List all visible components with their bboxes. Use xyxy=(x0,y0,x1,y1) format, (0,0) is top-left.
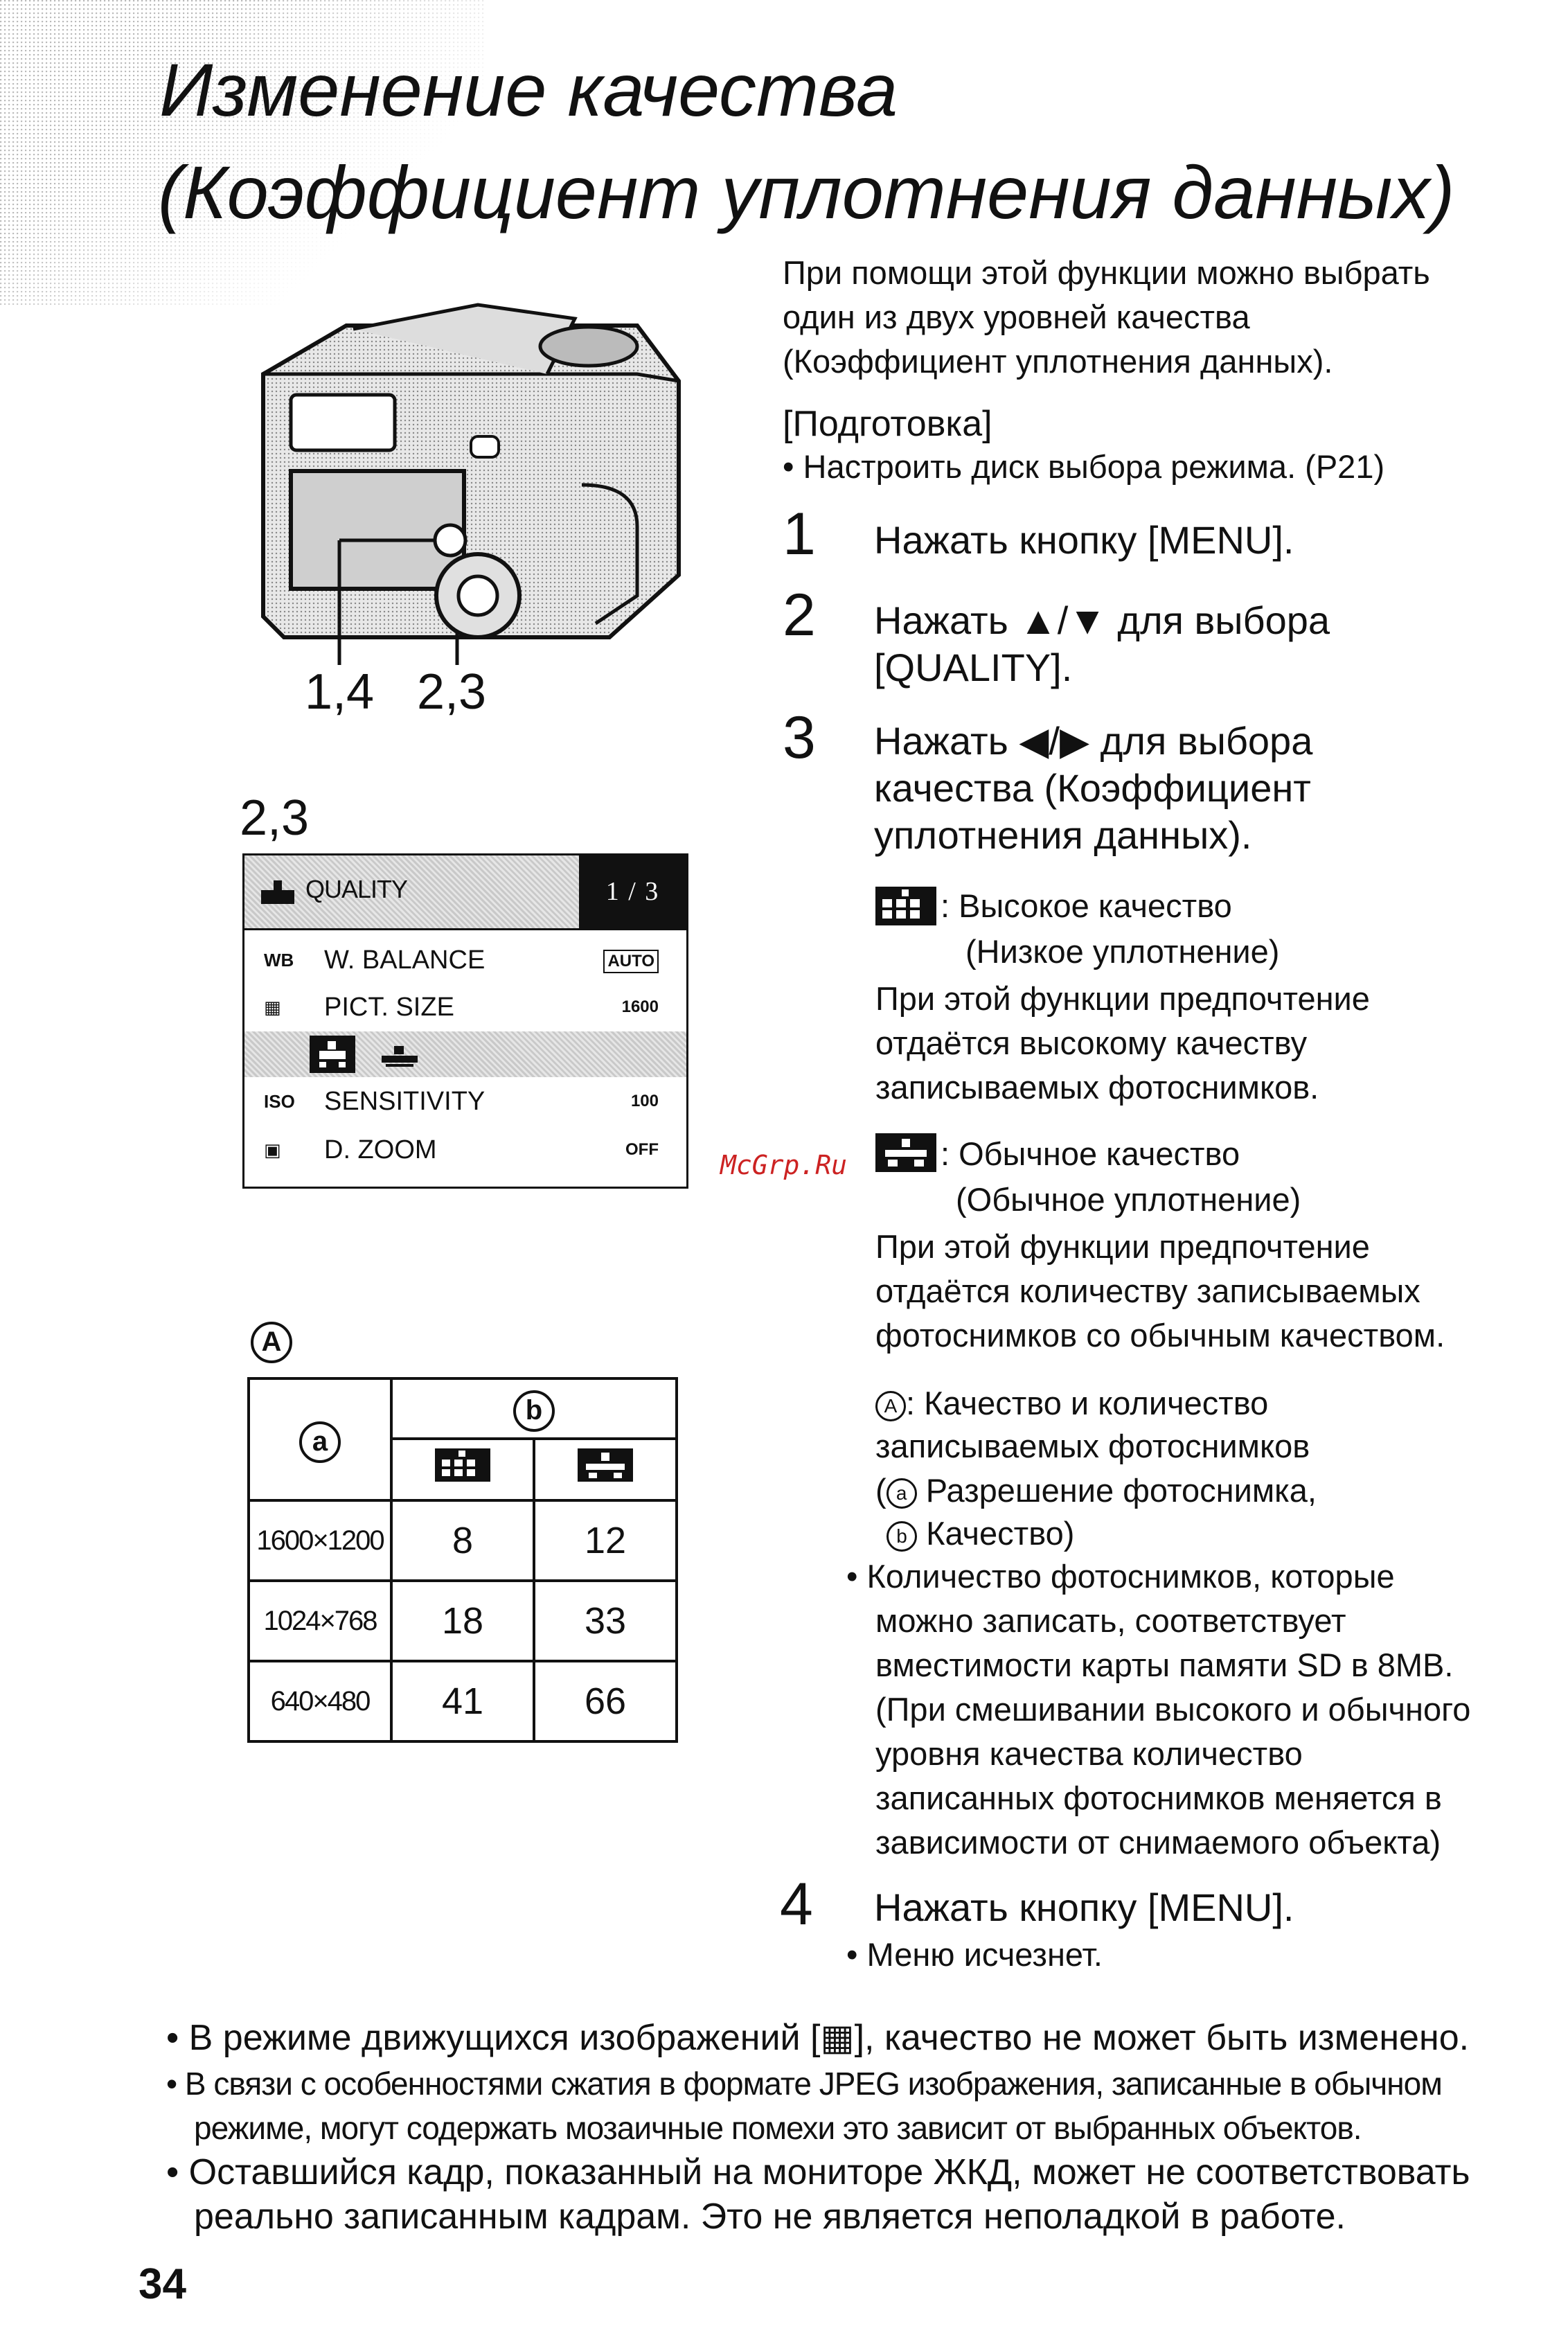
footer-note-3: • Оставшийся кадр, показанный на монитор… xyxy=(166,2152,1470,2192)
step-3-number: 3 xyxy=(783,704,816,771)
menu-header: QUALITY 1 / 3 xyxy=(244,855,686,930)
step-2-number: 2 xyxy=(783,582,816,648)
fine-quality-sub: (Низкое уплотнение) xyxy=(965,933,1280,970)
menu-row-pict-size[interactable]: ▦ PICT. SIZE 1600 xyxy=(244,984,686,1030)
normal-quality-icon xyxy=(875,1133,936,1176)
table-row: 1024×768 18 33 xyxy=(247,1579,678,1662)
camera-label-left: 1,4 xyxy=(305,664,375,720)
normal-quality-sub: (Обычное уплотнение) xyxy=(956,1181,1301,1218)
step-4-note: • Меню исчезнет. xyxy=(846,1936,1103,1973)
label-a-circle: a xyxy=(886,1478,917,1509)
footer-note-2: • В связи с особенностями сжатия в форма… xyxy=(166,2066,1443,2102)
table-label-A: A xyxy=(251,1322,292,1363)
step-1-number: 1 xyxy=(783,501,816,567)
count-note: • Количество фотоснимков, которые можно … xyxy=(846,1558,1471,1861)
menu-row-quality-selector[interactable] xyxy=(244,1031,686,1077)
table-header-a: a xyxy=(247,1377,393,1502)
page-title-line1: Изменение качества xyxy=(159,48,898,132)
step-4-number: 4 xyxy=(780,1871,813,1937)
step-1-text: Нажать кнопку [MENU]. xyxy=(874,518,1294,562)
fine-option-icon[interactable] xyxy=(310,1036,355,1073)
menu-header-label: QUALITY xyxy=(305,875,408,903)
normal-quality-label: : Обычное качество xyxy=(941,1135,1240,1172)
legend-a-line2: записываемых фотоснимков xyxy=(875,1428,1310,1464)
pict-size-icon: ▦ xyxy=(264,997,281,1018)
fine-quality-label: : Высокое качество xyxy=(941,887,1232,924)
label-A-circle: A xyxy=(875,1390,906,1421)
watermark: McGrp.Ru xyxy=(720,1150,848,1180)
normal-quality-icon xyxy=(578,1448,633,1482)
step-4-text: Нажать кнопку [MENU]. xyxy=(874,1886,1294,1929)
menu-page-indicator: 1 / 3 xyxy=(579,855,686,928)
legend-a-line1: A: Качество и количество xyxy=(875,1381,1268,1426)
step-2-text: Нажать ▲/▼ для выбора [QUALITY]. xyxy=(874,598,1330,689)
normal-quality-desc: При этой функции предпочтение отдаётся к… xyxy=(875,1228,1445,1354)
quality-icon xyxy=(261,879,294,904)
menu-row-wb[interactable]: WB W. BALANCE AUTO xyxy=(244,937,686,983)
table-header-normal xyxy=(533,1437,678,1502)
fine-quality-icon xyxy=(875,887,936,929)
wb-icon: WB xyxy=(264,950,294,970)
page-title-line2: (Коэффициент уплотнения данных) xyxy=(158,150,1455,234)
footer-note-1: • В режиме движущихся изображений [▦], к… xyxy=(166,2018,1470,2058)
quality-count-table: a b 1600×1200 8 12 1024×768 18 33 640×48… xyxy=(247,1377,678,1743)
page-number: 34 xyxy=(139,2260,186,2308)
legend-b-line: (a Разрешение фотоснимка, xyxy=(875,1472,1317,1509)
table-row: 640×480 41 66 xyxy=(247,1660,678,1743)
step-3-text: Нажать ◀/▶ для выбора качества (Коэффици… xyxy=(874,719,1313,857)
prep-item: • Настроить диск выбора режима. (P21) xyxy=(783,448,1385,485)
menu-label: 2,3 xyxy=(240,790,310,846)
table-row: 1600×1200 8 12 xyxy=(247,1499,678,1582)
legend-c-line: b Качество) xyxy=(887,1511,1074,1556)
intro-text: При помощи этой функции можно выбрать од… xyxy=(783,254,1430,380)
menu-row-dzoom[interactable]: ▣ D. ZOOM OFF xyxy=(244,1127,686,1173)
fine-quality-desc: При этой функции предпочтение отдаётся в… xyxy=(875,980,1370,1106)
label-b-circle: b xyxy=(887,1520,917,1552)
quality-menu-screen: QUALITY 1 / 3 WB W. BALANCE AUTO ▦ PICT.… xyxy=(242,853,688,1189)
table-header-b: b xyxy=(390,1377,678,1440)
fine-quality-icon xyxy=(435,1448,490,1482)
footer-note-2-cont: режиме, могут содержать мозаичные помехи… xyxy=(194,2110,1362,2146)
table-header-fine xyxy=(390,1437,535,1502)
normal-option-icon[interactable] xyxy=(379,1040,420,1067)
footer-note-3-cont: реально записанным кадрам. Это не являет… xyxy=(194,2197,1346,2237)
title-halftone-background xyxy=(0,0,485,305)
iso-icon: ISO xyxy=(264,1091,295,1112)
prep-heading: [Подготовка] xyxy=(783,404,992,444)
menu-row-sensitivity[interactable]: ISO SENSITIVITY 100 xyxy=(244,1079,686,1124)
camera-label-right: 2,3 xyxy=(417,664,487,720)
dzoom-icon: ▣ xyxy=(264,1139,281,1160)
camera-illustration xyxy=(249,277,700,724)
